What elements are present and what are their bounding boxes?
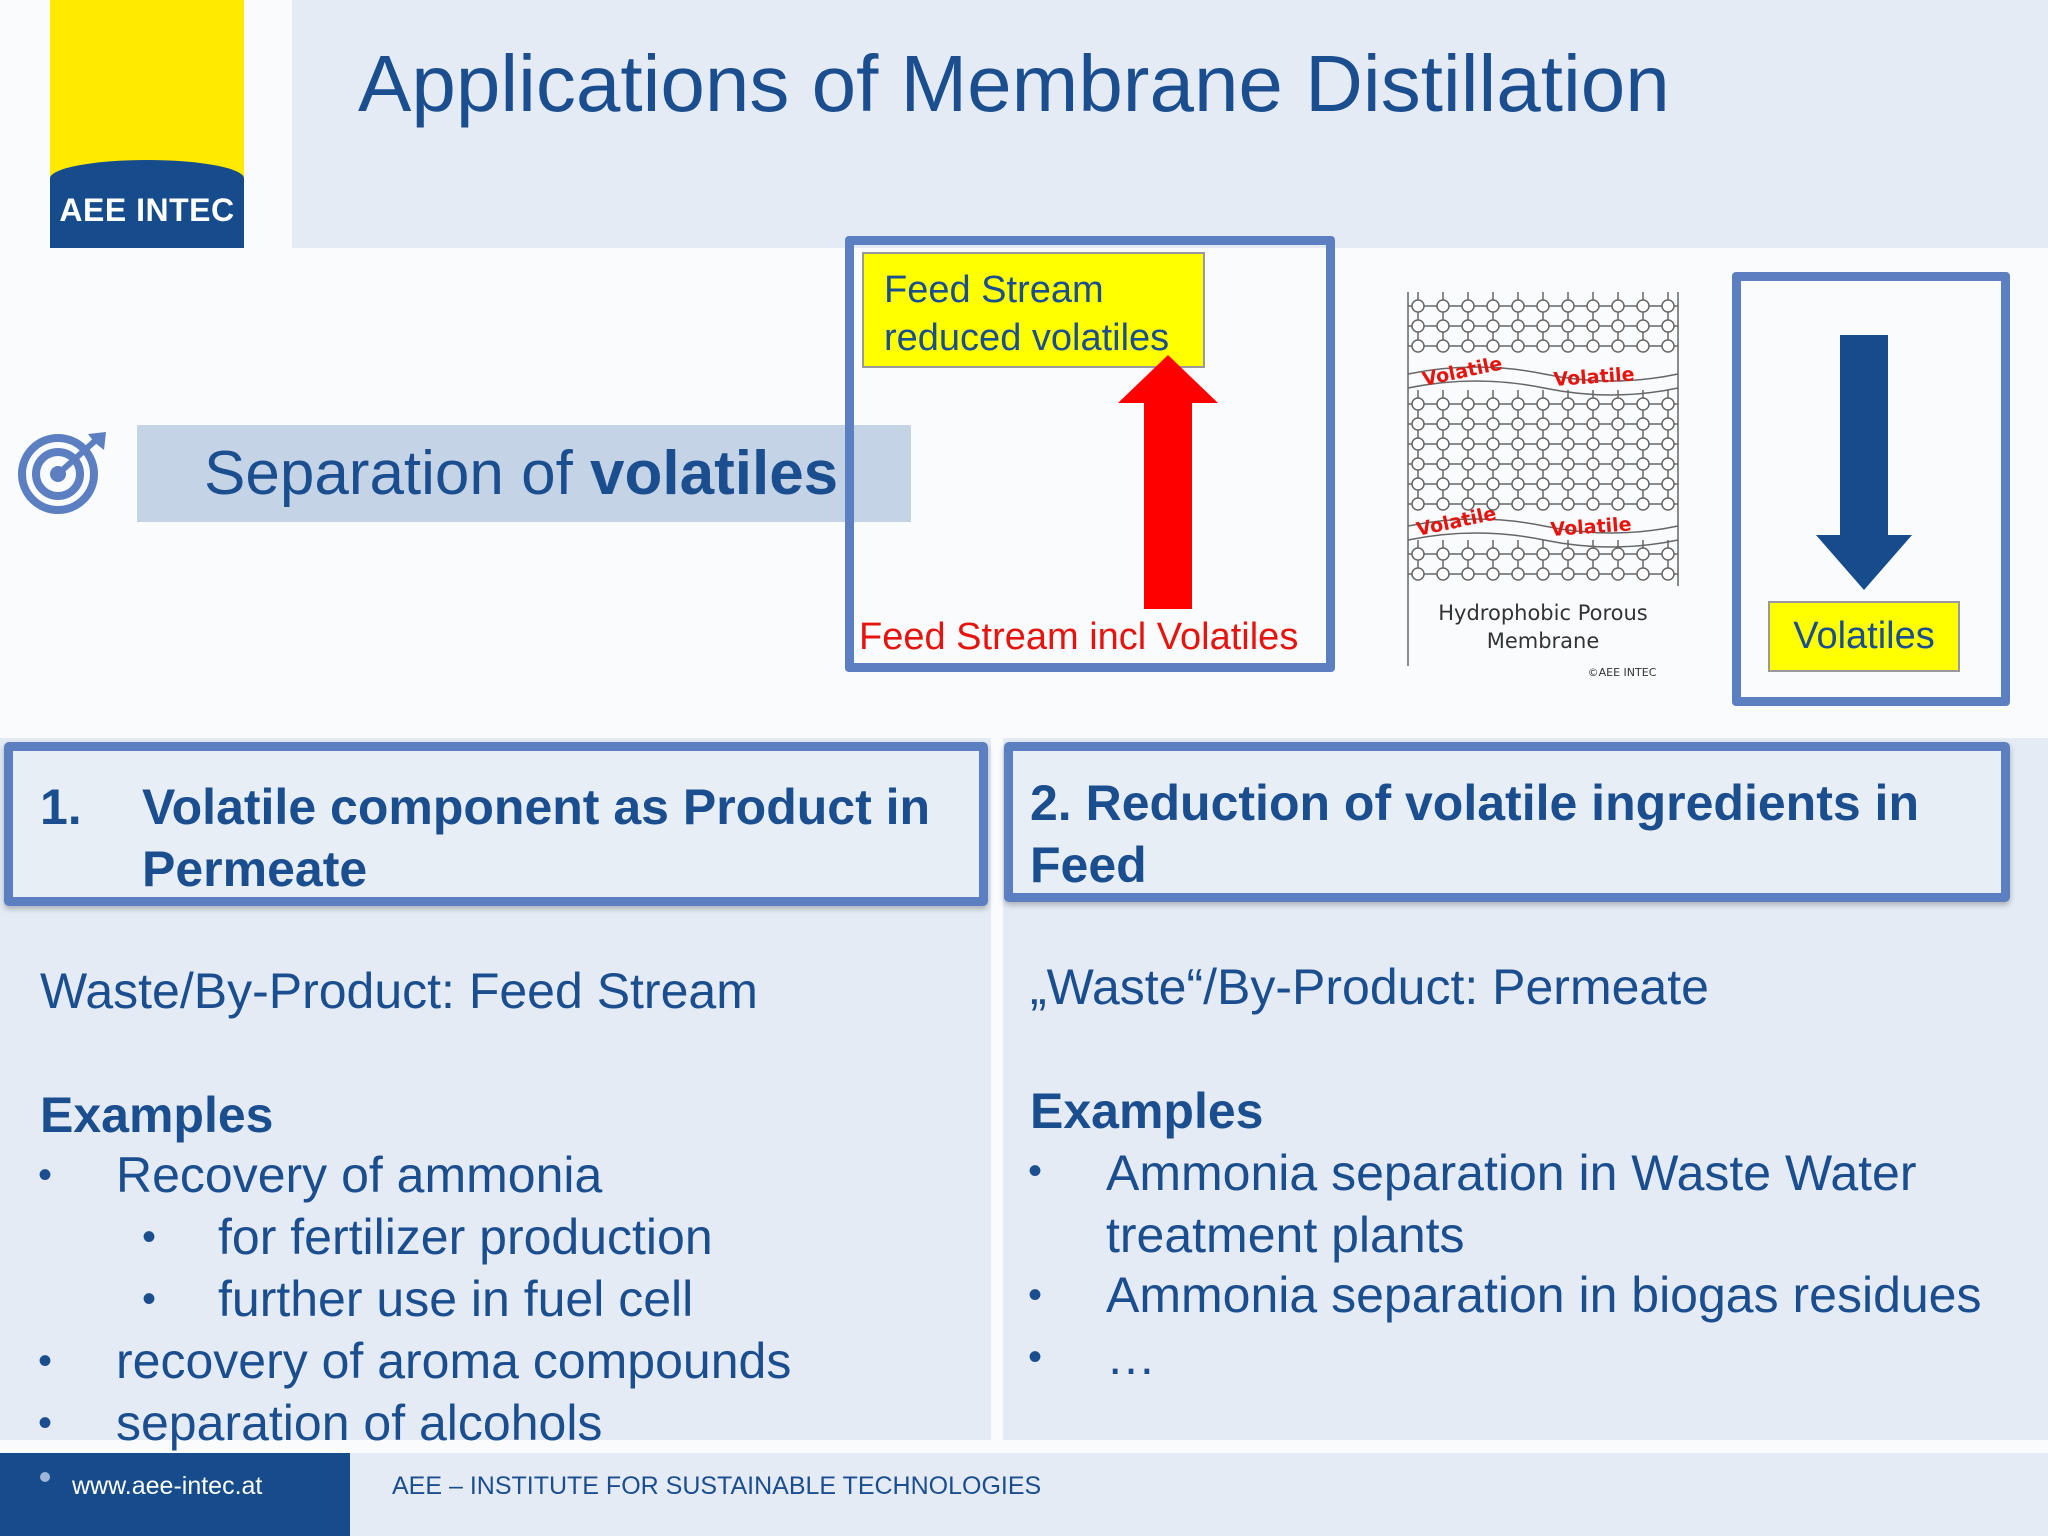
list-item: further use in fuel cell bbox=[218, 1271, 694, 1327]
right-examples-label: Examples bbox=[1030, 1083, 1264, 1139]
footer-band bbox=[350, 1453, 2048, 1536]
feed-reduced-label: Feed Stream reduced volatiles bbox=[862, 252, 1205, 368]
separation-label: Separation of volatiles bbox=[204, 438, 838, 509]
left-waste-line: Waste/By-Product: Feed Stream bbox=[40, 963, 758, 1019]
logo-yellow-block bbox=[50, 0, 244, 178]
left-examples-label: Examples bbox=[40, 1087, 274, 1143]
bullet-symbol: • bbox=[1028, 1335, 1043, 1379]
left-heading-text: Volatile component as Product in Permeat… bbox=[142, 779, 931, 897]
list-item: Recovery of ammonia bbox=[116, 1147, 603, 1203]
footer-url-link[interactable]: www.aee-intec.at bbox=[72, 1472, 263, 1500]
membrane-caption-line2: Membrane bbox=[1487, 629, 1600, 653]
left-column-heading-frame bbox=[4, 742, 988, 906]
right-heading-text: 2. Reduction of volatile ingredients in … bbox=[1030, 775, 1919, 893]
bullet-symbol: • bbox=[1028, 1273, 1043, 1317]
feed-stream-frame bbox=[845, 236, 1335, 672]
bullet-symbol: • bbox=[38, 1339, 53, 1383]
membrane-copyright: ©AEE INTEC bbox=[1588, 666, 1657, 679]
list-item: Ammonia separation in biogas residues bbox=[1106, 1267, 1982, 1323]
volatile-label: Volatile bbox=[1420, 353, 1504, 391]
list-item: recovery of aroma compounds bbox=[116, 1333, 792, 1389]
list-item: … bbox=[1106, 1329, 1156, 1385]
bullet-symbol: • bbox=[38, 1153, 53, 1197]
bullet-symbol: • bbox=[38, 1401, 53, 1445]
feed-reduced-line2: reduced volatiles bbox=[884, 317, 1170, 359]
right-column-heading-frame bbox=[1004, 742, 2010, 902]
logo-blue-block bbox=[50, 160, 244, 248]
target-icon bbox=[18, 432, 106, 514]
feed-incl-volatiles-label: Feed Stream incl Volatiles bbox=[859, 616, 1299, 658]
list-item: for fertilizer production bbox=[218, 1209, 713, 1265]
volatile-label: Volatile bbox=[1553, 363, 1635, 391]
separation-label-bold: volatiles bbox=[590, 439, 839, 508]
list-item: Ammonia separation in Waste Water treatm… bbox=[1106, 1145, 1917, 1263]
volatiles-frame bbox=[1732, 272, 2010, 706]
logo-text: AEE INTEC bbox=[59, 192, 235, 228]
up-arrow-icon bbox=[1118, 355, 1218, 609]
bullet-symbol: • bbox=[1028, 1149, 1043, 1193]
volatiles-label: Volatiles bbox=[1768, 601, 1960, 672]
feed-reduced-line1: Feed Stream bbox=[884, 269, 1104, 311]
left-heading-number: 1. bbox=[40, 779, 82, 835]
membrane-diagram: Volatile Volatile Volatile Volatile Hydr… bbox=[1407, 292, 1679, 679]
volatile-label: Volatile bbox=[1414, 503, 1498, 541]
footer-dot bbox=[40, 1472, 50, 1482]
down-arrow-icon bbox=[1816, 335, 1912, 590]
bullet-symbol: • bbox=[142, 1277, 157, 1321]
header-band bbox=[292, 0, 2048, 248]
footer-organization: AEE – INSTITUTE FOR SUSTAINABLE TECHNOLO… bbox=[392, 1472, 1042, 1500]
membrane-caption-line1: Hydrophobic Porous bbox=[1438, 601, 1647, 625]
list-item: separation of alcohols bbox=[116, 1395, 603, 1451]
right-waste-line: „Waste“/By-Product: Permeate bbox=[1030, 959, 1709, 1015]
volatile-label: Volatile bbox=[1550, 513, 1632, 541]
page-title: Applications of Membrane Distillation bbox=[358, 39, 1670, 128]
bullet-symbol: • bbox=[142, 1215, 157, 1259]
separation-label-prefix: Separation of bbox=[204, 439, 591, 508]
footer-brand-band bbox=[0, 1453, 350, 1536]
separation-band bbox=[137, 425, 911, 522]
